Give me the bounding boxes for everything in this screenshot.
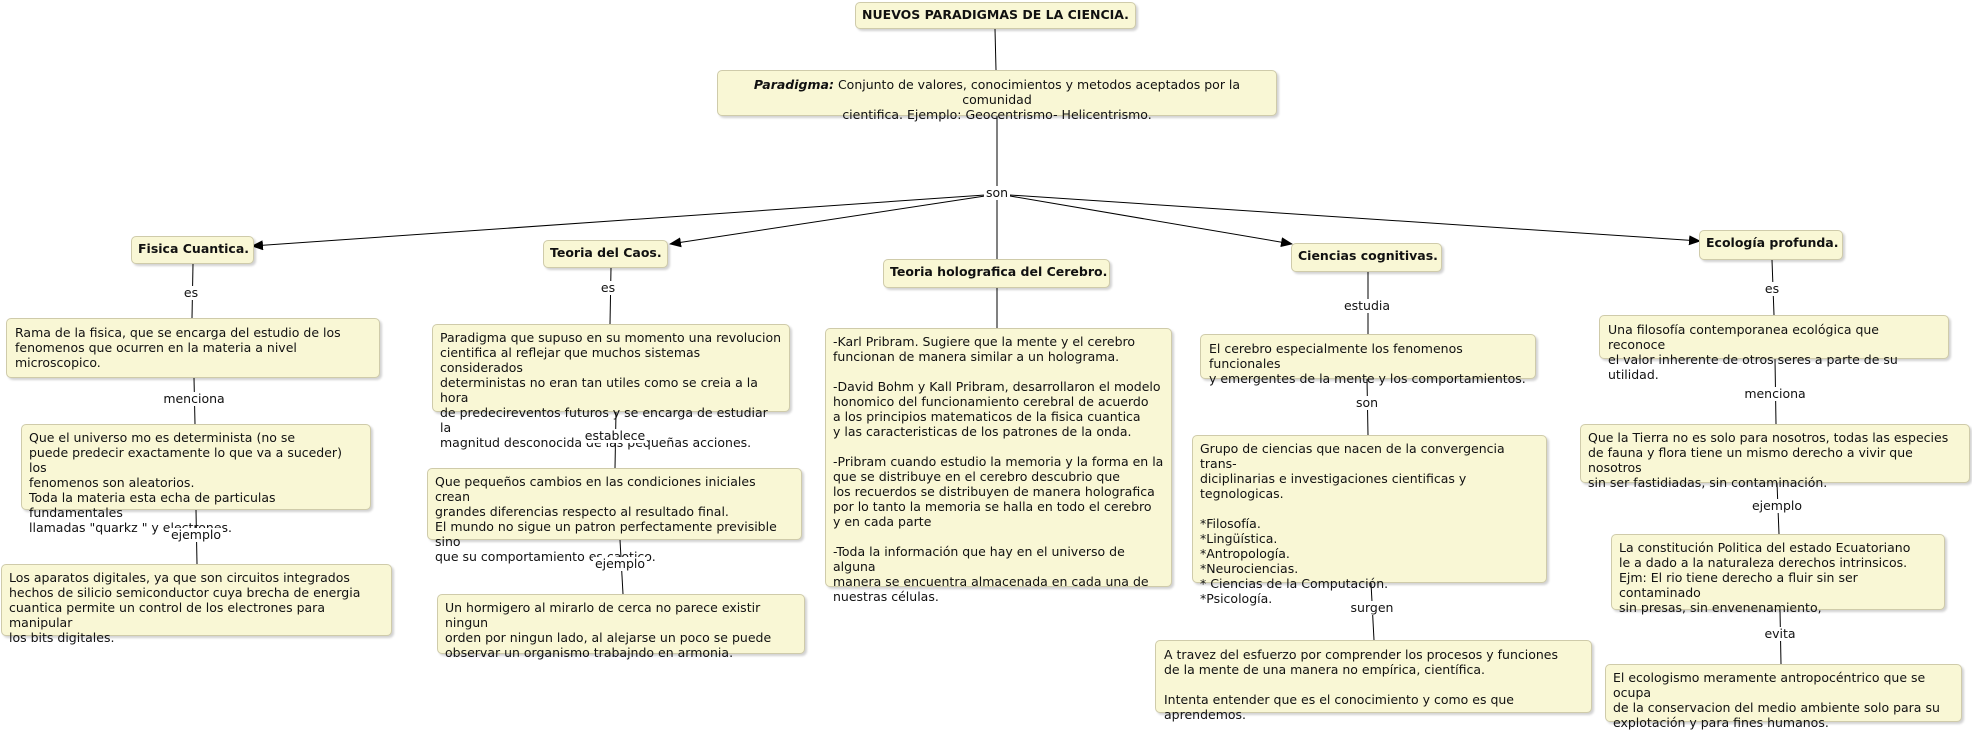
eco-definition-node: Una filosofía contemporanea ecológica qu…	[1599, 315, 1949, 382]
caos-link-es: es	[598, 280, 618, 295]
fisica-link-es: es	[181, 285, 201, 300]
fisica-cuantica-node: Fisica Cuantica.	[131, 236, 254, 264]
teoria-caos-node: Teoria del Caos.	[543, 240, 668, 268]
caos-example-node: Un hormigero al mirarlo de cerca no pare…	[437, 594, 805, 660]
eco-link-es: es	[1762, 281, 1782, 296]
cog-link-son: son	[1353, 395, 1381, 410]
holografica-description-node: -Karl Pribram. Sugiere que la mente y el…	[825, 328, 1172, 604]
cog-link-estudia: estudia	[1341, 298, 1393, 313]
eco-link-evita: evita	[1762, 626, 1798, 641]
caos-establishes-node: Que pequeños cambios en las condiciones …	[427, 468, 802, 564]
fisica-mention-node: Que el universo mo es determinista (no s…	[21, 424, 371, 535]
cog-link-surgen: surgen	[1348, 600, 1396, 615]
paradigm-definition-text: Conjunto de valores, conocimientos y met…	[837, 77, 1241, 122]
eco-avoid-node: El ecologismo meramente antropocéntrico …	[1605, 664, 1962, 730]
main-title-node: NUEVOS PARADIGMAS DE LA CIENCIA.	[855, 2, 1136, 29]
teoria-holografica-node: Teoria holografica del Cerebro.	[883, 259, 1110, 288]
fisica-definition-node: Rama de la fisica, que se encarga del es…	[6, 318, 380, 378]
eco-link-menciona: menciona	[1742, 386, 1808, 401]
eco-example-node: La constitución Politica del estado Ecua…	[1611, 534, 1945, 615]
ecologia-profunda-node: Ecología profunda.	[1699, 230, 1843, 260]
eco-mention-node: Que la Tierra no es solo para nosotros, …	[1580, 424, 1970, 490]
link-label-son: son	[983, 185, 1011, 200]
cog-study-node: El cerebro especialmente los fenomenos f…	[1200, 334, 1536, 386]
caos-definition-node: Paradigma que supuso en su momento una r…	[432, 324, 790, 450]
cog-sciences-node: Grupo de ciencias que nacen de la conver…	[1192, 435, 1547, 606]
fisica-example-node: Los aparatos digitales, ya que son circu…	[1, 564, 392, 645]
ciencias-cognitivas-node: Ciencias cognitivas.	[1291, 243, 1442, 272]
paradigm-term: Paradigma:	[753, 77, 834, 92]
fisica-link-menciona: menciona	[161, 391, 227, 406]
paradigm-definition-node: Paradigma: Conjunto de valores, conocimi…	[717, 70, 1277, 122]
caos-link-establece: establece	[582, 428, 648, 443]
fisica-link-ejemplo: ejemplo	[168, 527, 224, 542]
cog-origin-node: A travez del esfuerzo por comprender los…	[1155, 640, 1592, 722]
caos-link-ejemplo: ejemplo	[592, 556, 648, 571]
eco-link-ejemplo: ejemplo	[1749, 498, 1805, 513]
